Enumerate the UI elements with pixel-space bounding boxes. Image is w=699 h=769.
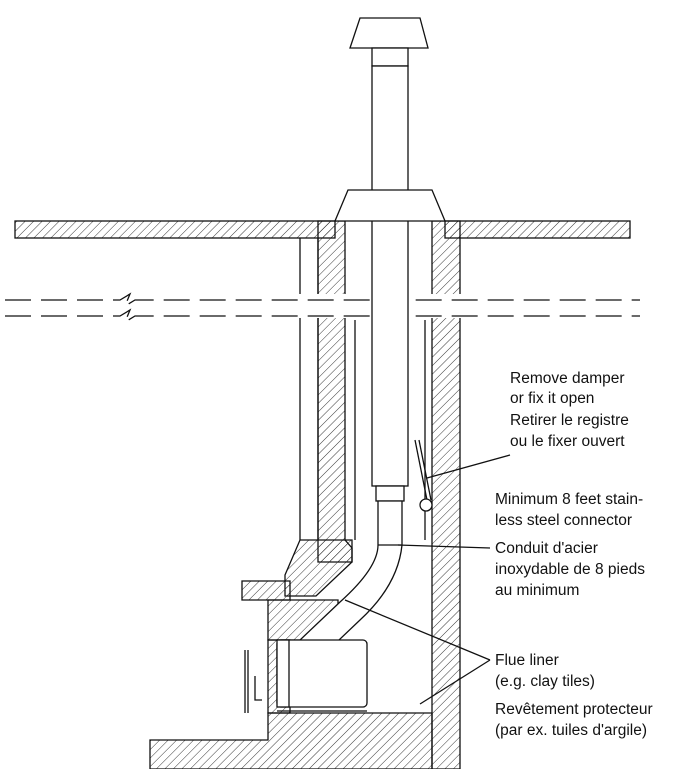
label-connector-fr-1: Conduit d'acier [495, 540, 598, 557]
roof-slab-right [444, 220, 631, 239]
damper-plate [414, 439, 433, 512]
roof-slab-left [14, 220, 336, 239]
label-damper-en-2: or fix it open [510, 390, 594, 407]
label-connector-fr-3: au minimum [495, 582, 579, 599]
label-connector-en-1: Minimum 8 feet stain- [495, 491, 643, 508]
label-liner-fr-1: Revêtement protecteur [495, 701, 653, 718]
label-liner-en-1: Flue liner [495, 652, 559, 669]
fireplace-mantel [241, 580, 291, 601]
label-connector-fr-2: inoxydable de 8 pieds [495, 561, 645, 578]
smoke-shelf [284, 539, 353, 597]
label-liner-en-2: (e.g. clay tiles) [495, 673, 595, 690]
label-liner-fr-2: (par ex. tuiles d'argile) [495, 722, 647, 739]
roof-flashing [334, 189, 446, 222]
hearth-base [149, 712, 433, 769]
leader-connector [397, 544, 491, 549]
leader-liner-1 [344, 599, 491, 661]
chimney-wall-left [317, 220, 353, 563]
leader-liner-2 [419, 659, 491, 705]
label-damper-fr-2: ou le fixer ouvert [510, 433, 625, 450]
fireplace-insert [244, 639, 368, 713]
break-lines [5, 292, 695, 324]
cap-collar [371, 47, 409, 67]
chimney-cap [349, 17, 429, 49]
chimney-wall-right [431, 220, 461, 769]
label-damper-fr-1: Retirer le registre [510, 412, 629, 429]
flue-pipe [371, 65, 409, 487]
leader-damper [426, 454, 511, 479]
label-damper-en-1: Remove damper [510, 370, 625, 387]
label-connector-en-2: less steel connector [495, 512, 632, 529]
